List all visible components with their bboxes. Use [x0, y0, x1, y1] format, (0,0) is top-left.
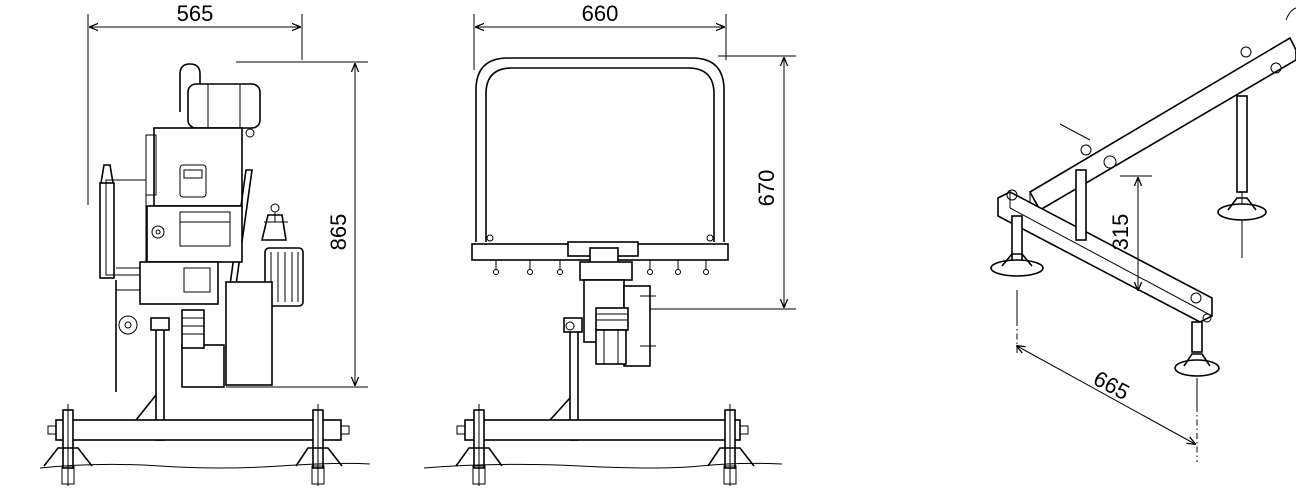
side-base — [423, 404, 783, 486]
front-width-dimension: 565 — [87, 1, 303, 205]
front-base — [39, 404, 371, 486]
front-view: 565 865 — [39, 1, 371, 486]
iso-view: 315 665 — [990, 7, 1296, 462]
side-height-label: 670 — [754, 170, 779, 207]
front-width-label: 565 — [177, 1, 214, 26]
iso-cross-beam — [997, 189, 1213, 323]
side-width-dimension: 660 — [473, 1, 727, 70]
front-height-dimension: 865 — [226, 61, 368, 388]
side-height-dimension: 670 — [634, 55, 796, 310]
iso-diagonal-beam — [1028, 7, 1296, 212]
iso-height-dimension: 315 — [1059, 123, 1152, 290]
iso-height-label: 315 — [1108, 214, 1133, 251]
side-width-label: 660 — [582, 1, 619, 26]
front-machine — [99, 63, 304, 441]
front-height-label: 865 — [326, 214, 351, 251]
side-view: 660 670 — [423, 1, 796, 486]
iso-length-label: 665 — [1089, 366, 1133, 405]
side-machine — [471, 57, 729, 441]
iso-length-dimension: 665 — [1017, 320, 1198, 462]
